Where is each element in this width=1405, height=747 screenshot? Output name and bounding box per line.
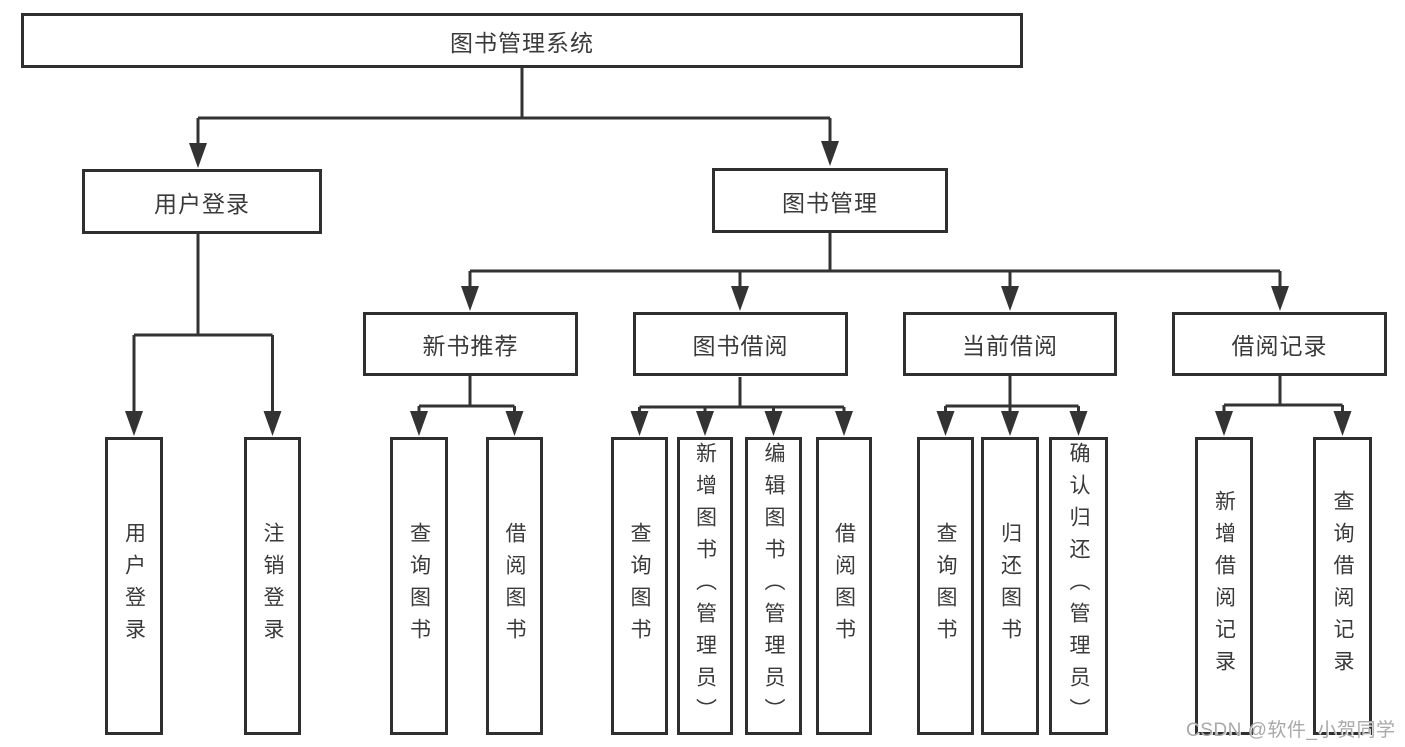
node-library-management-system: 图书管理系统 [21, 13, 1023, 68]
leaf-return-books: 归还图书 [981, 437, 1039, 735]
connector-currentborrow-to-leaves [944, 376, 1080, 415]
leaf-query-books-recommend: 查询图书 [390, 437, 448, 735]
node-label: 借阅记录 [1231, 333, 1328, 359]
leaf-confirm-return-admin: 确认归还（管理员） [1049, 437, 1108, 735]
arrowhead-icon [1001, 286, 1019, 311]
leaf-query-books-current: 查询图书 [917, 437, 974, 735]
node-label: 图书管理系统 [450, 29, 594, 56]
leaf-edit-books-admin: 编辑图书（管理员） [745, 437, 802, 735]
arrowhead-icon [1001, 411, 1019, 436]
arrowhead-icon [125, 411, 143, 436]
node-label: 图书管理 [782, 189, 878, 216]
node-label: 借阅图书 [503, 522, 526, 650]
node-book-management: 图书管理 [712, 168, 948, 233]
arrowhead-icon [263, 411, 282, 436]
node-label: 用户登录 [154, 190, 250, 217]
arrowhead-icon [461, 286, 479, 311]
connector-bookborrow-to-leaves [638, 377, 846, 415]
node-label: 查询图书 [628, 522, 651, 650]
arrowhead-icon [410, 411, 428, 436]
node-label: 归还图书 [998, 522, 1022, 650]
arrowhead-icon [835, 411, 853, 436]
leaf-borrow-books-borrowing: 借阅图书 [816, 437, 872, 735]
node-label: 当前借阅 [962, 333, 1058, 359]
arrowhead-icon [731, 286, 749, 311]
arrowheads [125, 141, 1352, 436]
arrowhead-icon [1333, 411, 1352, 436]
arrowhead-icon [821, 141, 839, 166]
node-label: 查询图书 [407, 522, 431, 650]
leaf-user-login: 用户登录 [105, 437, 163, 735]
arrowhead-icon [630, 411, 649, 436]
node-user-login: 用户登录 [82, 169, 322, 234]
arrowhead-icon [764, 411, 783, 436]
leaf-logout: 注销登录 [244, 437, 301, 735]
leaf-query-books-borrowing: 查询图书 [611, 437, 668, 735]
arrowhead-icon [936, 411, 955, 436]
connector-userlogin-to-leaves [132, 234, 274, 414]
node-label: 新增借阅记录 [1212, 490, 1236, 682]
csdn-watermark: CSDN @软件_小贺同学 [1186, 720, 1396, 741]
node-label: 新增图书（管理员） [693, 442, 717, 730]
arrowhead-icon [1215, 411, 1233, 436]
node-label: 查询借阅记录 [1331, 490, 1354, 682]
connector-bookmgmt-to-level3 [468, 233, 1282, 290]
node-label: 确认归还（管理员） [1067, 442, 1090, 730]
node-label: 借阅图书 [832, 522, 856, 650]
node-book-borrowing: 图书借阅 [633, 312, 848, 376]
arrowhead-icon [1271, 286, 1289, 311]
node-label: 图书借阅 [692, 333, 789, 359]
leaf-add-borrow-record: 新增借阅记录 [1195, 437, 1253, 735]
connector-records-to-leaves [1222, 376, 1344, 415]
leaf-query-borrow-record: 查询借阅记录 [1313, 437, 1372, 735]
arrowhead-icon [1069, 411, 1088, 436]
connector-root-to-level2 [196, 68, 832, 147]
connector-newbook-to-leaves [417, 376, 516, 415]
leaf-borrow-books-recommend: 借阅图书 [486, 437, 543, 735]
arrowhead-icon [505, 411, 524, 436]
arrowhead-icon [696, 411, 714, 436]
node-current-borrowing: 当前借阅 [903, 312, 1117, 376]
node-label: 注销登录 [261, 522, 284, 650]
node-label: 查询图书 [934, 522, 957, 650]
node-borrowing-records: 借阅记录 [1172, 312, 1387, 376]
node-label: 新书推荐 [422, 333, 519, 359]
node-label: 编辑图书（管理员） [762, 442, 785, 730]
leaf-add-books-admin: 新增图书（管理员） [677, 437, 733, 735]
arrowhead-icon [189, 143, 207, 168]
node-new-book-recommend: 新书推荐 [363, 312, 578, 376]
node-label: 用户登录 [122, 522, 146, 650]
